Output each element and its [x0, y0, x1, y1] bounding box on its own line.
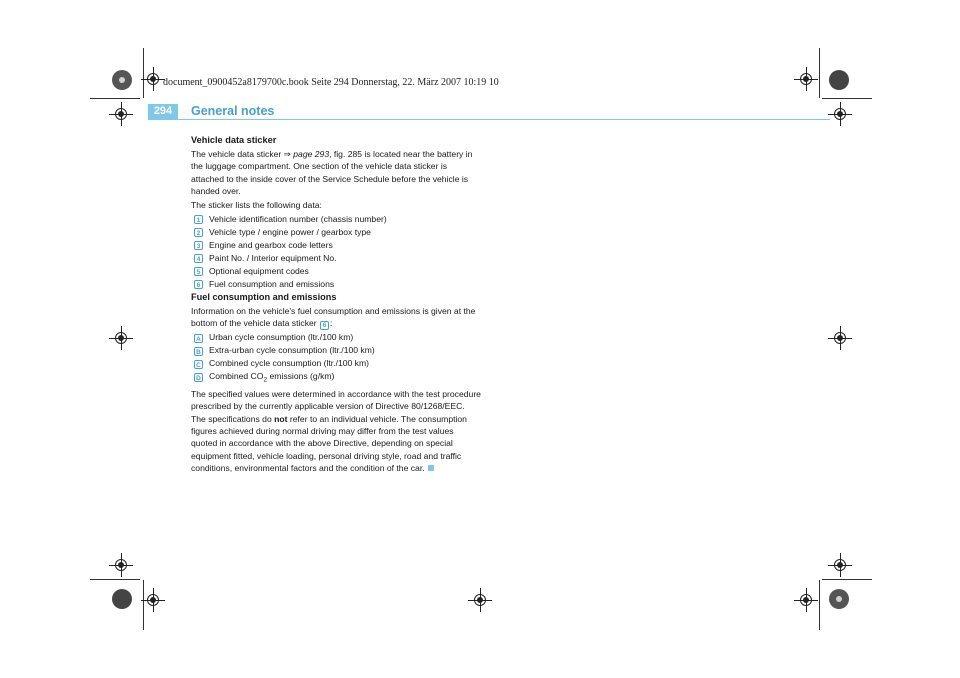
solid-circle-mark-icon — [829, 70, 849, 90]
co2-subscript: 2 — [263, 376, 268, 384]
fuel-body-part2: refer to an individual vehicle. The cons… — [191, 413, 467, 474]
sticker-intro-suffix: , fig. 285 is located near the battery i… — [191, 148, 473, 197]
callout-marker-icon: B — [194, 346, 203, 356]
callout-marker-icon: 4 — [194, 254, 203, 264]
list-item: B Extra-urban cycle consumption (ltr./100… — [191, 344, 481, 356]
list-item-text: Extra-urban cycle consumption (ltr./100 … — [209, 345, 375, 356]
crop-mark-top-right-horizontal — [822, 98, 872, 99]
list-item: A Urban cycle consumption (ltr./100 km) — [191, 331, 481, 343]
sticker-intro-prefix: The vehicle data sticker — [191, 148, 284, 159]
page-reference-link[interactable]: page 293 — [293, 148, 330, 159]
header-divider — [148, 119, 830, 120]
list-item-text: Vehicle identification number (chassis n… — [209, 213, 387, 224]
list-item-text: Optional equipment codes — [209, 265, 309, 276]
file-info-line: document_0900452a8179700c.book Seite 294… — [163, 77, 499, 88]
crop-mark-top-right-vertical — [819, 48, 820, 98]
sticker-list-intro: The sticker lists the following data: — [191, 199, 322, 210]
section-title: General notes — [191, 104, 275, 118]
callout-marker-icon: 6 — [320, 321, 330, 331]
crop-mark-bottom-left-vertical — [143, 580, 144, 630]
callout-marker-icon: A — [194, 333, 203, 343]
registration-mark-icon — [468, 588, 492, 612]
list-item-text: Paint No. / Interior equipment No. — [209, 252, 337, 263]
callout-marker-icon: 1 — [194, 215, 203, 225]
fuel-intro-end: : — [330, 318, 333, 329]
solid-circle-mark-icon — [112, 589, 132, 609]
callout-marker-icon: 6 — [194, 280, 203, 290]
list-item-text: Vehicle type / engine power / gearbox ty… — [209, 226, 371, 237]
registration-mark-icon — [141, 67, 165, 91]
list-item: 2 Vehicle type / engine power / gearbox t… — [191, 226, 481, 238]
fuel-intro-paragraph: Information on the vehicle's fuel consum… — [191, 305, 481, 331]
list-item-text: Urban cycle consumption (ltr./100 km) — [209, 332, 354, 343]
fuel-body-part1: The specified values were determined in … — [191, 388, 481, 424]
list-item-text: Engine and gearbox code letters — [209, 239, 333, 250]
vehicle-data-sticker-heading: Vehicle data sticker — [191, 135, 277, 145]
crop-mark-top-left-vertical — [143, 48, 144, 98]
end-of-section-icon — [427, 465, 434, 472]
registration-mark-icon — [794, 588, 818, 612]
registration-mark-icon — [828, 553, 852, 577]
crop-mark-bottom-right-vertical — [819, 580, 820, 630]
fuel-body-paragraph: The specified values were determined in … — [191, 388, 481, 475]
callout-marker-icon: C — [194, 359, 203, 369]
crop-mark-bottom-left-horizontal — [90, 579, 140, 580]
registration-mark-icon — [794, 67, 818, 91]
callout-marker-icon: 3 — [194, 241, 203, 251]
registration-mark-icon — [109, 326, 133, 350]
main-content: Vehicle data sticker The vehicle data st… — [191, 134, 481, 476]
list-item: C Combined cycle consumption (ltr./100 km… — [191, 357, 481, 369]
page-number-badge — [148, 104, 178, 119]
starburst-mark-icon — [112, 70, 132, 90]
list-item: 3 Engine and gearbox code letters — [191, 239, 481, 251]
co2-prefix: Combined CO — [209, 371, 264, 382]
fuel-intro-text: Information on the vehicle's fuel consum… — [191, 305, 476, 329]
registration-mark-icon — [141, 588, 165, 612]
callout-marker-icon: D — [194, 372, 203, 382]
list-item: 6 Fuel consumption and emissions — [191, 278, 481, 290]
starburst-mark-icon — [829, 589, 849, 609]
list-item-text: Fuel consumption and emissions — [209, 278, 335, 289]
fuel-consumption-heading: Fuel consumption and emissions — [191, 292, 337, 303]
list-item: 1 Vehicle identification number (chassis … — [191, 213, 481, 225]
sticker-data-list: 1 Vehicle identification number (chassis … — [191, 213, 481, 290]
co2-suffix: emissions (g/km) — [267, 371, 335, 382]
callout-marker-icon: 2 — [194, 228, 203, 238]
crop-mark-bottom-right-horizontal — [822, 579, 872, 580]
registration-mark-icon — [828, 102, 852, 126]
registration-mark-icon — [109, 102, 133, 126]
page-number: 294 — [153, 105, 173, 117]
arrow-icon: ⇒ — [283, 148, 291, 159]
list-item-text: Combined cycle consumption (ltr./100 km) — [209, 358, 370, 369]
sticker-intro-paragraph: The vehicle data sticker ⇒ page 293, fig… — [191, 148, 481, 198]
registration-mark-icon — [828, 326, 852, 350]
emphasis-not: not — [274, 413, 288, 424]
list-item: D Combined CO2 emissions (g/km) — [191, 370, 481, 387]
registration-mark-icon — [109, 553, 133, 577]
list-item: 4 Paint No. / Interior equipment No. — [191, 252, 481, 264]
crop-mark-top-left-horizontal — [90, 98, 140, 99]
callout-marker-icon: 5 — [194, 267, 203, 277]
list-item: 5 Optional equipment codes — [191, 265, 481, 277]
